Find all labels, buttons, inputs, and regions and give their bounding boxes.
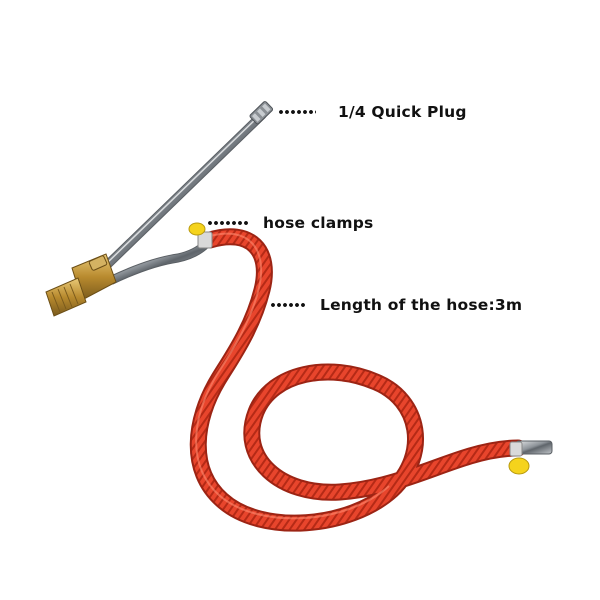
dotted-leader-icon (270, 303, 306, 307)
quick-plug-label: 1/4 Quick Plug (338, 103, 467, 121)
dotted-leader-icon (207, 221, 249, 225)
hose-length-callout: Length of the hose:3m (270, 296, 522, 314)
curved-pipe (107, 239, 211, 285)
hose-clamp-top (188, 222, 213, 249)
hose-length-label: Length of the hose:3m (320, 296, 523, 314)
dotted-leader-icon (278, 110, 316, 114)
quick-plug-callout: 1/4 Quick Plug (278, 103, 467, 121)
quick-plug-tip (249, 101, 274, 125)
steel-lance (99, 110, 267, 273)
hose-clamps-label: hose clamps (263, 214, 374, 232)
hose-clamps-callout: hose clamps (207, 214, 373, 232)
red-hose (189, 228, 527, 532)
brass-fitting (45, 253, 117, 317)
hose-clamp-end (508, 441, 530, 475)
